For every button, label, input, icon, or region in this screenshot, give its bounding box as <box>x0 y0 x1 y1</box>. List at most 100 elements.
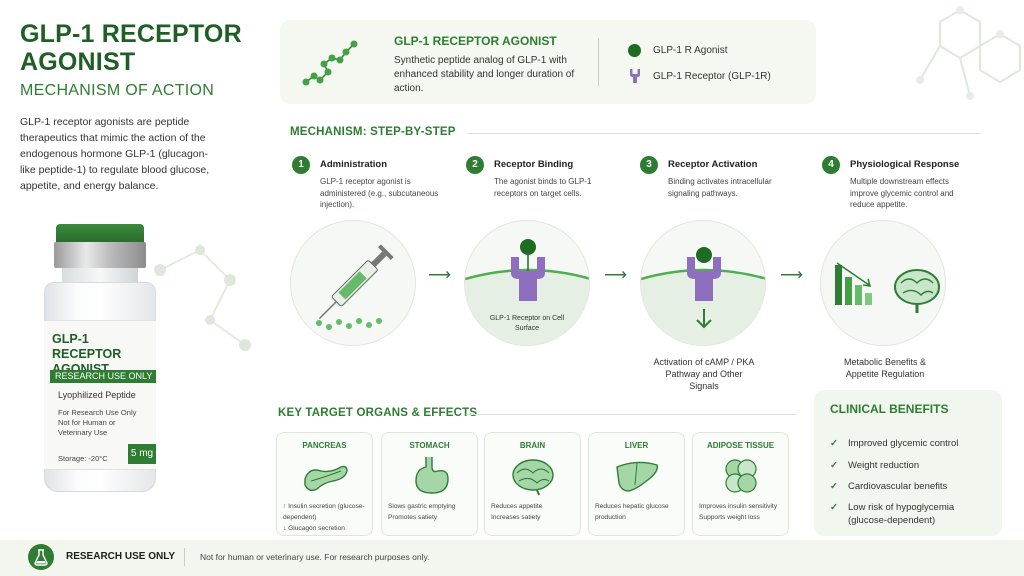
page-title: GLP-1 RECEPTOR AGONIST <box>20 20 242 76</box>
info-card-title: GLP-1 RECEPTOR AGONIST <box>394 34 557 48</box>
vial-crimp <box>54 242 146 268</box>
divider <box>598 38 599 86</box>
administration-illustration <box>290 220 416 346</box>
organ-effect: ↓ Glucagon secretion <box>283 525 345 532</box>
organ-effect: Reduces appetite <box>491 503 543 510</box>
organ-effect: ↑ Insulin secretion (glucose-dependent) <box>283 503 365 521</box>
organ-card-stomach: STOMACH Slows gastric emptying Promotes … <box>381 432 478 536</box>
organ-name: STOMACH <box>409 441 450 450</box>
check-icon: ✓ <box>830 481 838 492</box>
info-card-description: Synthetic peptide analog of GLP-1 with e… <box>394 55 575 94</box>
brain-icon <box>512 459 554 496</box>
arrow-right-icon: ⟶ <box>428 267 451 284</box>
benefit-text: Weight reduction <box>848 460 920 471</box>
activation-caption: Activation of cAMP / PKA Pathway and Oth… <box>653 357 755 391</box>
benefit-text: Improved glycemic control <box>848 438 959 449</box>
intro-paragraph: GLP-1 receptor agonists are peptide ther… <box>20 116 210 192</box>
step-2-desc: The agonist binds to GLP-1 receptors on … <box>494 177 592 198</box>
section-rule <box>466 414 796 415</box>
check-icon: ✓ <box>830 438 838 449</box>
vial-research-band: RESEARCH USE ONLY <box>50 370 156 383</box>
clinical-benefit-item: ✓ Cardiovascular benefits <box>830 480 947 493</box>
mechanism-section-title: MECHANISM: STEP-BY-STEP <box>290 126 456 138</box>
organ-effects: Reduces appetite Increases satiety <box>491 501 579 523</box>
organ-effects: Improves insulin sensitivity Supports we… <box>699 501 787 523</box>
vial-storage: Storage: -20°C <box>58 454 108 463</box>
organ-effect: Improves insulin sensitivity <box>699 503 778 510</box>
molecule-decoration-top-right <box>916 6 1021 100</box>
physiological-response-illustration <box>820 220 946 346</box>
pancreas-icon <box>304 465 348 492</box>
step-3-title: Receptor Activation <box>668 159 758 170</box>
organ-effects: Reduces hepatic glucose production <box>595 501 683 523</box>
clinical-benefits-title: CLINICAL BENEFITS <box>830 402 949 416</box>
step-4-desc: Multiple downstream effects improve glyc… <box>850 177 954 209</box>
peptide-chain-icon <box>302 40 358 86</box>
step-3-number: 3 <box>640 156 658 174</box>
vial-dose-badge: 5 mg <box>128 444 156 464</box>
step-4-title: Physiological Response <box>850 159 960 170</box>
organ-card-adipose: ADIPOSE TISSUE Improves insulin sensitiv… <box>692 432 789 536</box>
organ-card-liver: LIVER Reduces hepatic glucose production <box>588 432 685 536</box>
divider <box>184 548 185 566</box>
arrow-right-icon: ⟶ <box>780 267 803 284</box>
peptide-vial: GLP-1 RECEPTOR AGONIST RESEARCH USE ONLY… <box>36 224 164 496</box>
receptor-binding-icon <box>465 239 589 345</box>
footer-disclaimer: Not for human or veterinary use. For res… <box>200 552 430 562</box>
green-dot-icon <box>628 44 641 57</box>
step-2-number: 2 <box>466 156 484 174</box>
syringe-icon <box>316 244 394 330</box>
clinical-benefit-item: ✓ Low risk of hypoglycemia (glucose-depen… <box>830 501 990 527</box>
organ-effect: Slows gastric emptying <box>388 503 456 510</box>
step-1-title: Administration <box>320 159 388 170</box>
clinical-benefit-item: ✓ Weight reduction <box>830 459 919 472</box>
organs-section-title: KEY TARGET ORGANS & EFFECTS <box>278 407 478 419</box>
metabolic-chart-brain-icon <box>835 262 940 313</box>
adipose-cells-icon <box>725 459 757 493</box>
organ-effect: Supports weight loss <box>699 514 760 521</box>
receptor-surface-label: GLP-1 Receptor on Cell Surface <box>489 315 565 332</box>
organ-effects: Slows gastric emptying Promotes satiety <box>388 501 476 523</box>
footer-bar <box>0 540 1024 576</box>
step-3-desc: Binding activates intracellular signalin… <box>668 177 772 198</box>
organ-name: ADIPOSE TISSUE <box>706 441 775 450</box>
organ-card-brain: BRAIN Reduces appetite Increases satiety <box>484 432 581 536</box>
page-subtitle: MECHANISM OF ACTION <box>20 82 215 99</box>
vial-neck <box>62 268 138 284</box>
liver-icon <box>616 461 659 492</box>
organ-name: PANCREAS <box>302 441 347 450</box>
arrow-right-icon: ⟶ <box>604 267 627 284</box>
step-4-number: 4 <box>822 156 840 174</box>
benefit-text: Cardiovascular benefits <box>848 481 948 492</box>
check-icon: ✓ <box>830 460 838 471</box>
vial-peptide-type: Lyophilized Peptide <box>58 390 136 400</box>
organ-effect: Reduces hepatic glucose production <box>595 503 669 521</box>
organ-effect: Promotes satiety <box>388 514 438 521</box>
clinical-benefit-item: ✓ Improved glycemic control <box>830 437 958 450</box>
organ-effects: ↑ Insulin secretion (glucose-dependent) … <box>283 501 371 534</box>
organ-effect: Increases satiety <box>491 514 541 521</box>
vial-use-note: For Research Use Only Not for Human or V… <box>58 408 137 437</box>
step-2-title: Receptor Binding <box>494 159 574 170</box>
benefit-text: Low risk of hypoglycemia (glucose-depend… <box>848 502 955 526</box>
check-icon: ✓ <box>830 502 838 513</box>
flask-icon <box>28 544 54 570</box>
organ-name: BRAIN <box>519 441 546 450</box>
step-1-desc: GLP-1 receptor agonist is administered (… <box>320 177 439 209</box>
section-rule <box>468 133 980 134</box>
legend-agonist-label: GLP-1 R Agonist <box>653 45 728 56</box>
receptor-activation-illustration <box>640 220 766 346</box>
stomach-icon <box>415 457 449 494</box>
response-caption: Metabolic Benefits & Appetite Regulation <box>843 357 927 379</box>
organ-name: LIVER <box>624 441 649 450</box>
step-1-number: 1 <box>292 156 310 174</box>
vial-cap <box>56 224 144 244</box>
receptor-y-icon <box>630 69 640 83</box>
footer-title: RESEARCH USE ONLY <box>66 551 176 562</box>
organ-card-pancreas: PANCREAS ↑ Insulin secretion (glucose-de… <box>276 432 373 536</box>
legend-receptor-label: GLP-1 Receptor (GLP-1R) <box>653 71 771 82</box>
molecule-decoration-left <box>154 245 251 351</box>
agonist-info-card <box>280 20 816 104</box>
receptor-activation-icon <box>641 247 765 345</box>
receptor-binding-illustration <box>464 220 590 346</box>
